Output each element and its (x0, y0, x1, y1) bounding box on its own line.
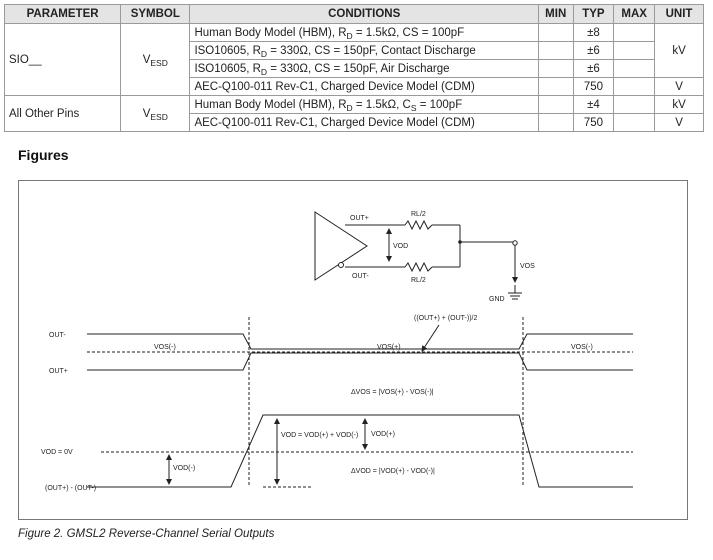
figure-frame: OUT+ OUT- RL/2 RL/2 VOD VOS GND ((OUT+) … (18, 180, 688, 520)
out-minus-waveform (87, 333, 633, 350)
symbol-cell: VESD (120, 95, 191, 132)
table-row: AEC-Q100-011 Rev-C1, Charged Device Mode… (5, 113, 704, 132)
parameter-cell: All Other Pins (3, 95, 122, 132)
label-vod-minus: VOD(-) (173, 465, 195, 472)
header-parameter: PARAMETER (3, 4, 122, 24)
label-wave-out-plus: OUT+ (49, 368, 68, 375)
waveform-diagram: OUT+ OUT- RL/2 RL/2 VOD VOS GND ((OUT+) … (41, 211, 633, 492)
inverting-bubble (338, 262, 344, 268)
header-conditions: CONDITIONS (189, 4, 539, 24)
label-differential: (OUT+) - (OUT-) (45, 485, 96, 492)
max-cell (613, 59, 656, 78)
min-cell (537, 23, 574, 42)
label-out-plus: OUT+ (350, 215, 369, 222)
max-cell (613, 41, 656, 60)
resistor-bottom (404, 261, 433, 273)
resistor-top (404, 219, 433, 231)
min-cell (537, 41, 574, 60)
conditions-cell: Human Body Model (HBM), RD = 1.5kΩ, CS =… (189, 95, 539, 114)
header-symbol: SYMBOL (120, 4, 191, 24)
label-vos-circuit: VOS (520, 263, 535, 270)
typ-cell: ±6 (572, 59, 615, 78)
unit-cell: kV (654, 95, 704, 114)
unit-cell: kV (654, 23, 704, 78)
label-delta-vos: ΔVOS = |VOS(+) - VOS(-)| (351, 389, 434, 396)
header-max: MAX (613, 4, 656, 24)
parameter-cell: SIO__ (3, 23, 122, 96)
label-gnd: GND (489, 296, 505, 303)
typ-cell: 750 (572, 77, 615, 96)
min-cell (537, 95, 574, 114)
out-plus-waveform (87, 352, 633, 371)
label-vod-plus: VOD(+) (371, 431, 395, 438)
conditions-cell: Human Body Model (HBM), RD = 1.5kΩ, CS =… (189, 23, 539, 42)
header-typ: TYP (572, 4, 615, 24)
conditions-cell: AEC-Q100-011 Rev-C1, Charged Device Mode… (189, 77, 539, 96)
label-vod-sum: VOD = VOD(+) + VOD(-) (281, 432, 358, 439)
label-rl2-bottom: RL/2 (411, 277, 426, 284)
differential-waveform (87, 414, 633, 488)
max-cell (613, 23, 656, 42)
min-cell (537, 113, 574, 132)
label-out-minus: OUT- (352, 273, 369, 280)
typ-cell: ±8 (572, 23, 615, 42)
table-row: All Other Pins VESD Human Body Model (HB… (3, 95, 704, 132)
min-cell (537, 77, 574, 96)
label-vos-minus-2: VOS(-) (571, 344, 593, 351)
driver-triangle (314, 211, 368, 281)
label-vod-circuit: VOD (393, 243, 408, 250)
symbol-cell: VESD (120, 23, 191, 96)
junction-dot (458, 240, 462, 244)
section-heading-figures: Figures (18, 147, 69, 163)
label-vos-plus: VOS(+) (377, 344, 401, 351)
unit-cell: V (654, 77, 704, 96)
typ-cell: 750 (572, 113, 615, 132)
figure-caption: Figure 2. GMSL2 Reverse-Channel Serial O… (18, 528, 275, 540)
esd-spec-table: PARAMETER SYMBOL CONDITIONS MIN TYP MAX … (3, 4, 704, 132)
table-row: ISO10605, RD = 330Ω, CS = 150pF, Contact… (5, 41, 704, 60)
label-wave-out-minus: OUT- (49, 332, 66, 339)
label-vos-minus-1: VOS(-) (154, 344, 176, 351)
header-min: MIN (537, 4, 574, 24)
max-cell (613, 113, 656, 132)
label-delta-vod: ΔVOD = |VOD(+) - VOD(-)| (351, 468, 435, 475)
max-cell (613, 95, 656, 114)
header-unit: UNIT (654, 4, 704, 24)
table-row: SIO__ VESD Human Body Model (HBM), RD = … (3, 23, 704, 96)
conditions-cell: ISO10605, RD = 330Ω, CS = 150pF, Air Dis… (189, 59, 539, 78)
label-rl2-top: RL/2 (411, 211, 426, 218)
conditions-cell: AEC-Q100-011 Rev-C1, Charged Device Mode… (189, 113, 539, 132)
conditions-cell: ISO10605, RD = 330Ω, CS = 150pF, Contact… (189, 41, 539, 60)
typ-cell: ±6 (572, 41, 615, 60)
table-row: AEC-Q100-011 Rev-C1, Charged Device Mode… (5, 77, 704, 96)
label-average-formula: ((OUT+) + (OUT-))/2 (414, 315, 477, 322)
typ-cell: ±4 (572, 95, 615, 114)
max-cell (613, 77, 656, 96)
label-vod-zero: VOD = 0V (41, 449, 73, 456)
vos-node (512, 240, 518, 246)
min-cell (537, 59, 574, 78)
table-header-row: PARAMETER SYMBOL CONDITIONS MIN TYP MAX … (3, 4, 704, 24)
unit-cell: V (654, 113, 704, 132)
